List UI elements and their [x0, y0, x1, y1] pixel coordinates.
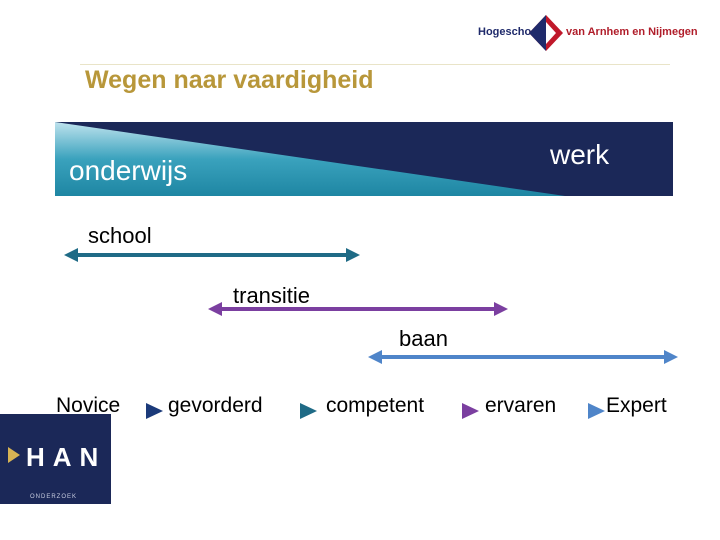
stage-arrow-icon: [462, 403, 479, 419]
row-label-transitie: transitie: [233, 283, 311, 308]
han-logo: HAN ONDERZOEK: [0, 414, 111, 504]
logo-right-text: van Arnhem en Nijmegen: [566, 26, 698, 38]
stage-novice: Novice: [56, 394, 121, 417]
han-subtitle: ONDERZOEK: [30, 494, 78, 500]
row-label-baan: baan: [399, 326, 448, 351]
stage-gevorderd: gevorderd: [168, 394, 263, 417]
stage-arrow-icon: [300, 403, 317, 419]
banner-label-werk: werk: [550, 139, 610, 170]
chevron-right-icon: [8, 447, 20, 463]
row-label-school: school: [88, 223, 152, 248]
stage-ervaren: ervaren: [485, 394, 557, 417]
arrow-transitie: [208, 302, 508, 316]
stage-competent: competent: [326, 394, 425, 417]
onderwijs-werk-banner: [55, 122, 673, 196]
logo-left-text: Hogeschool: [478, 26, 541, 38]
slide-title: Wegen naar vaardigheid: [85, 66, 374, 94]
banner-label-onderwijs: onderwijs: [69, 155, 188, 186]
logo-diamond-icon: [529, 15, 563, 51]
stage-expert: Expert: [606, 394, 667, 417]
title-rule: [80, 64, 670, 65]
onderwijs-wedge: [55, 122, 565, 196]
arrow-school: [64, 248, 360, 262]
school-logo: Hogeschool van Arnhem en Nijmegen: [478, 14, 698, 54]
han-logo-text: HAN: [26, 442, 107, 472]
arrow-baan: [368, 350, 678, 364]
stage-arrow-icon: [588, 403, 605, 419]
stage-arrow-icon: [146, 403, 163, 419]
